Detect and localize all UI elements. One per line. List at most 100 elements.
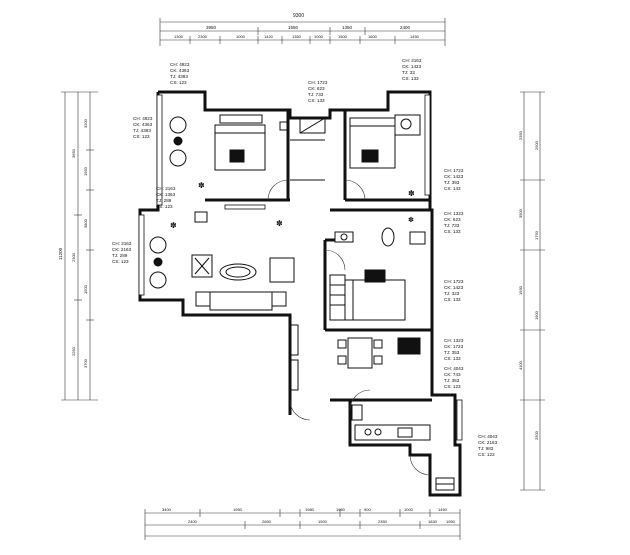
svg-text:TJ: 33: TJ: 33 [402,70,415,75]
plant-icon-3: ✽ [170,221,177,230]
svg-text:TJ: 353: TJ: 353 [444,350,460,355]
svg-text:TJ: 4393: TJ: 4393 [170,74,188,79]
window-east-kitchen [456,399,463,441]
bottom-dim-7: 1450 [438,507,448,512]
right-dim-8: 2500 [534,430,539,440]
left-sub-dim-2: 1950 [83,166,88,176]
room-label-corridor: CH: 1723 CK: 623 TJ: 733 CS: 133 [308,80,328,103]
bedroom1-nightstand [279,121,289,131]
svg-text:CK: 1723: CK: 1723 [444,344,464,349]
door-bedroom2 [344,179,366,201]
bathroom-vanity [334,231,354,243]
sofa [209,291,273,311]
svg-text:CS: 133: CS: 133 [402,76,419,81]
entry-cabinet-1 [290,324,299,356]
svg-text:CS: 133: CS: 133 [444,356,461,361]
shower-unit [409,231,426,245]
chair-bedroom1-b [169,149,187,167]
top-sub-dim-3: 1000 [236,34,246,39]
coffee-table [219,263,257,281]
left-dim-total: 11200 [58,247,63,260]
left-sub-dim-3: 3800 [83,218,88,228]
top-sub-dim-5: 1350 [292,34,302,39]
svg-text:CH: 1323: CH: 1323 [444,338,464,343]
bottom-dim-2: 1950 [233,507,243,512]
east-wall [348,208,462,497]
bottom-dim-3: 1980 [305,507,315,512]
doors [267,179,431,476]
svg-text:CK: 623: CK: 623 [308,86,325,91]
chair-bedroom2 [400,118,412,130]
side-table-right [271,291,287,307]
door-kitchen [349,389,371,411]
bathroom-fixtures: ✽ [334,216,426,247]
kitchen-counter [354,424,431,441]
bottom-sub-dim-5: 1830 [428,519,438,524]
windows [138,94,463,441]
room-label-balcony: CH: 4043 CK: 2163 TJ: 983 CS: 123 [478,434,498,457]
svg-text:TJ: 393: TJ: 393 [444,180,460,185]
top-dim-1: 3950 [206,25,217,30]
left-dim-2: 2300 [71,252,76,262]
door-bedroom3 [324,249,346,271]
toilet [381,227,395,247]
room-label-bedroom3: CH: 1723 CK: 1423 TJ: 323 CS: 133 [444,279,464,302]
svg-text:CH: 1723: CH: 1723 [444,168,464,173]
room-label-living-b: CH: 2163 CK: 2163 TJ: 289 CS: 123 [112,241,132,264]
room-label-bedroom2-top: CH: 2163 CK: 1423 TJ: 33 CS: 133 [402,58,422,81]
top-sub-dim-7: 1500 [338,34,348,39]
room-label-bedroom1-side: CH: 4923 CK: 4363 TJ: 4393 CS: 123 [133,116,153,139]
bed-3 [344,279,406,321]
balcony [435,477,455,491]
svg-text:CS: 133: CS: 133 [308,98,325,103]
entry-cabinet-2 [290,359,299,391]
svg-text:CH: 2163: CH: 2163 [112,241,132,246]
top-dim-3: 1350 [342,25,353,30]
top-dimension-lines: 9300 3950 1550 1350 2400 1300 2300 1000 … [159,13,446,46]
bottom-sub-dim-4: 2350 [378,519,388,524]
plant-icon-4: ✽ [276,219,283,228]
room-label-living-a: CH: 2163 CK: 1363 TJ: 289 CS: 123 [156,186,176,209]
dining-chair-3 [373,339,383,349]
svg-text:CS: 143: CS: 143 [444,186,461,191]
svg-text:CK: 2163: CK: 2163 [478,440,498,445]
svg-text:CS: 123: CS: 123 [170,80,187,85]
svg-text:CS: 123: CS: 123 [133,134,150,139]
svg-text:CH: 4043: CH: 4043 [444,366,464,371]
corridor-closet [299,117,326,134]
closet-top [299,117,326,134]
svg-text:CK: 2163: CK: 2163 [112,247,132,252]
left-dim-3: 2250 [71,346,76,356]
svg-text:CH: 1723: CH: 1723 [308,80,328,85]
north-wall [158,90,432,210]
door-balcony [409,454,431,476]
door-entry [289,399,311,421]
left-sub-dim-5: 3700 [83,358,88,368]
bottom-dimension-lines: 3400 1950 1980 1960 900 1000 1450 2400 2… [144,507,461,540]
svg-text:CK: 1363: CK: 1363 [156,192,176,197]
svg-text:TJ: 4393: TJ: 4393 [133,128,151,133]
entry-cabinets [290,324,299,391]
bedroom1-furniture: ✽ [169,114,289,190]
window-west-bedroom [156,94,163,206]
pillow-2 [361,149,379,163]
svg-text:CS: 133: CS: 133 [444,229,461,234]
stove-burner-2 [374,428,382,436]
table-living [153,257,163,267]
svg-text:TJ: 323: TJ: 323 [444,291,460,296]
headboard-1 [219,114,263,124]
right-dimension-lines: 2350 3500 1930 4100 2500 1750 1900 2500 [518,91,545,491]
dining-chair-1 [337,339,347,349]
armchair [269,257,295,283]
plant-icon-1: ✽ [198,181,205,190]
right-dim-2: 3500 [518,208,523,218]
chair-living-b [149,271,167,289]
bedroom3-furniture [329,269,406,321]
svg-text:CH: 4923: CH: 4923 [170,62,190,67]
right-dim-3: 1930 [518,285,523,295]
dining-chair-2 [337,355,347,365]
window-east-bedroom [424,94,431,196]
svg-text:CK: 1423: CK: 1423 [402,64,422,69]
shoe-cabinet [194,211,208,223]
svg-text:TJ: 733: TJ: 733 [308,92,324,97]
